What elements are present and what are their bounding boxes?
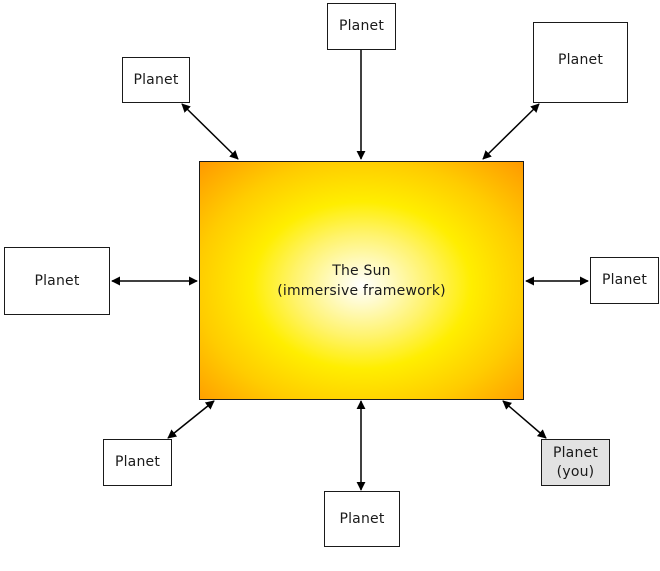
arrow-top-left: [181, 103, 239, 160]
planet-label: Planet: [552, 444, 599, 461]
arrow-bottom-right: [502, 400, 547, 439]
planet-node-right: Planet: [590, 257, 659, 304]
planet-node-top-right: Planet: [533, 22, 628, 103]
planet-node-you: Planet (you): [541, 439, 610, 486]
planet-label: Planet: [338, 18, 385, 34]
planet-label: Planet: [133, 71, 179, 88]
sun-node: The Sun (immersive framework): [199, 161, 524, 400]
planet-node-bottom-center: Planet: [324, 491, 400, 547]
planet-label: Planet: [339, 510, 385, 527]
planet-node-top-left: Planet: [122, 57, 190, 103]
planet-label: Planet: [557, 52, 604, 68]
planet-node-top-center: Planet: [327, 3, 396, 50]
planet-node-bottom-left: Planet: [103, 439, 172, 486]
planet-node-left: Planet: [4, 247, 110, 315]
sun-subtitle: (immersive framework): [277, 282, 446, 299]
arrow-bottom-left: [167, 400, 215, 439]
arrow-top-right: [482, 103, 540, 160]
planet-sublabel: (you): [556, 463, 595, 480]
sun-title: The Sun: [332, 262, 391, 279]
planet-label: Planet: [601, 272, 648, 288]
planet-label: Planet: [114, 454, 161, 470]
planet-label: Planet: [34, 272, 80, 289]
